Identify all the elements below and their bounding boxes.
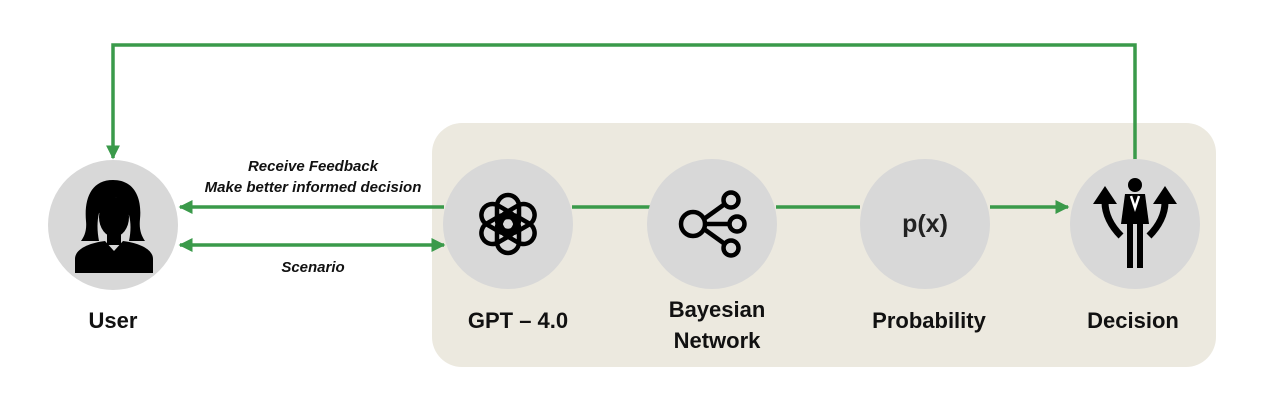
openai-logo-icon bbox=[479, 192, 537, 256]
user-woman-icon bbox=[75, 180, 153, 273]
decision-to-user-loop-arrow bbox=[106, 43, 1137, 160]
feedback-label-line2: Make better informed decision bbox=[204, 179, 422, 196]
decision-label: Decision bbox=[1087, 308, 1179, 333]
decision-node bbox=[1070, 159, 1200, 289]
feedback-label-line1: Receive Feedback bbox=[247, 158, 379, 175]
gpt-node bbox=[443, 159, 573, 289]
bayes-label-line1: Bayesian bbox=[668, 297, 766, 322]
user-node bbox=[48, 160, 178, 290]
probability-symbol: p(x) bbox=[902, 209, 948, 238]
probability-node: p(x) bbox=[860, 159, 990, 289]
scenario-label: Scenario bbox=[281, 259, 345, 276]
user-label: User bbox=[88, 308, 138, 333]
decision-crossroads-icon bbox=[1093, 178, 1177, 268]
share-network-icon bbox=[678, 190, 747, 258]
probability-label: Probability bbox=[872, 308, 986, 333]
gpt-label: GPT – 4.0 bbox=[467, 308, 569, 333]
bayes-node bbox=[647, 159, 777, 289]
bayes-label-line2: Network bbox=[673, 328, 761, 353]
